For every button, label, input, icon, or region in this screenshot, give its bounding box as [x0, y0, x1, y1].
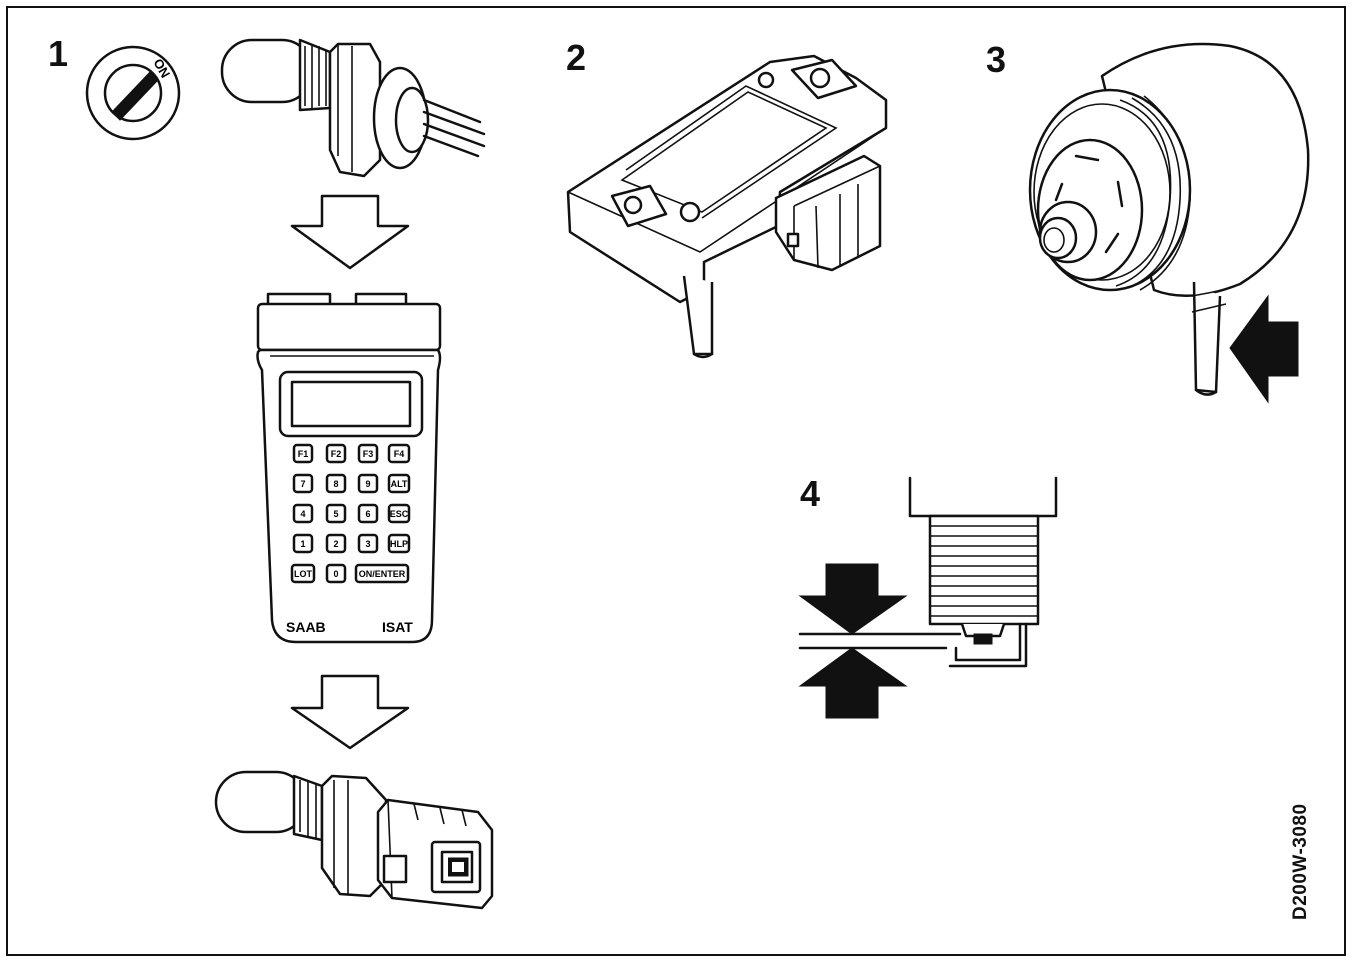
scan-tool-brand: SAAB — [286, 619, 326, 635]
pressure-sensor — [1028, 42, 1310, 396]
svg-text:HLP: HLP — [390, 539, 408, 549]
key-1: 1 — [292, 533, 314, 554]
step-2-number: 2 — [566, 37, 587, 78]
key-8: 8 — [325, 473, 347, 494]
clearance-detail — [798, 476, 1058, 668]
arrow-left-filled-icon — [1229, 294, 1299, 404]
key-9: 9 — [357, 473, 379, 494]
svg-text:9: 9 — [365, 479, 370, 489]
scan-tool-model: ISAT — [382, 619, 413, 635]
key-7: 7 — [292, 473, 314, 494]
key-alt: ALT — [387, 473, 411, 494]
key-f3: F3 — [357, 443, 379, 464]
step-1-number: 1 — [48, 33, 69, 74]
connector-latch — [382, 854, 408, 884]
svg-text:ON/ENTER: ON/ENTER — [359, 569, 406, 579]
svg-text:7: 7 — [300, 479, 305, 489]
key-f2: F2 — [325, 443, 347, 464]
key-3: 3 — [357, 533, 379, 554]
svg-text:ALT: ALT — [391, 479, 408, 489]
key-lot: LOT — [290, 563, 316, 584]
key-6: 6 — [357, 503, 379, 524]
step-3-number: 3 — [986, 39, 1007, 80]
svg-text:8: 8 — [333, 479, 338, 489]
svg-text:F4: F4 — [394, 449, 405, 459]
arrow-down-filled-icon — [798, 563, 908, 635]
svg-text:0: 0 — [333, 569, 338, 579]
svg-text:5: 5 — [333, 509, 338, 519]
scan-tool-keypad: F1 F2 F3 F4 7 8 9 ALT 4 5 6 ESC 1 2 3 HL… — [290, 443, 411, 584]
key-2: 2 — [325, 533, 347, 554]
control-module — [566, 54, 888, 359]
key-f4: F4 — [387, 443, 411, 464]
arrow-down-icon-2 — [290, 674, 410, 750]
svg-text:1: 1 — [300, 539, 305, 549]
step-4-number: 4 — [800, 473, 821, 514]
scan-tool-screen — [290, 380, 412, 428]
svg-text:3: 3 — [365, 539, 370, 549]
scan-tool-device — [256, 292, 442, 644]
diagram-border — [6, 6, 1346, 956]
arrow-up-filled-icon — [798, 647, 908, 719]
svg-text:2: 2 — [333, 539, 338, 549]
temperature-sensor-top — [220, 38, 486, 178]
key-0: 0 — [325, 563, 347, 584]
svg-text:4: 4 — [300, 509, 305, 519]
svg-text:F2: F2 — [331, 449, 342, 459]
svg-text:LOT: LOT — [294, 569, 312, 579]
ignition-key-icon: ON — [85, 45, 181, 141]
key-on-enter: ON/ENTER — [354, 563, 410, 584]
temperature-sensor-with-connector — [214, 770, 494, 910]
svg-text:F3: F3 — [363, 449, 374, 459]
svg-text:6: 6 — [365, 509, 370, 519]
key-esc: ESC — [387, 503, 411, 524]
svg-text:ESC: ESC — [390, 509, 409, 519]
key-hlp: HLP — [387, 533, 411, 554]
key-4: 4 — [292, 503, 314, 524]
key-5: 5 — [325, 503, 347, 524]
key-f1: F1 — [292, 443, 314, 464]
svg-text:F1: F1 — [298, 449, 309, 459]
arrow-down-icon-1 — [290, 194, 410, 270]
